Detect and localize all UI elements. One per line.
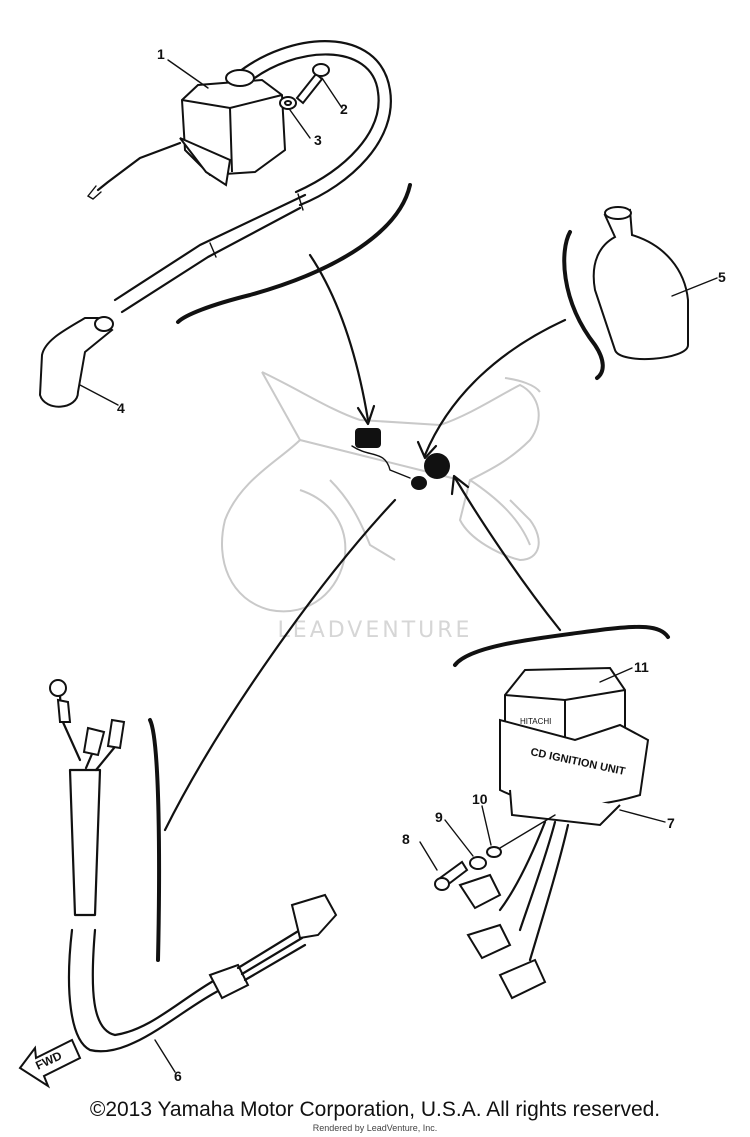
bracket-coil xyxy=(176,183,412,324)
watermark-text: LEADVENTURE xyxy=(278,618,473,643)
ht-lead xyxy=(113,193,307,314)
callout-11: 11 xyxy=(634,659,649,675)
fwd-arrow-icon: FWD xyxy=(18,1038,82,1089)
callout-8: 8 xyxy=(402,831,410,847)
coil-screw xyxy=(295,63,330,105)
leader-lines xyxy=(79,59,718,1073)
bracket-boot xyxy=(562,230,605,380)
rendered-by-notice: Rendered by LeadVenture, Inc. xyxy=(312,1123,438,1133)
rubber-boot xyxy=(592,206,689,361)
cdi-brand-label: HITACHI xyxy=(520,717,551,726)
pointer-arrows xyxy=(163,253,567,832)
cdi-screw xyxy=(434,860,469,891)
copyright-notice: ©2013 Yamaha Motor Corporation, U.S.A. A… xyxy=(89,1098,661,1121)
motorcycle-silhouette xyxy=(221,371,541,613)
cdi-washer-large xyxy=(469,856,487,870)
cdi-unit: CD IGNITION UNIT HITACHI xyxy=(458,666,650,1000)
ignition-coil xyxy=(86,40,392,207)
cdi-washer-small xyxy=(486,814,556,858)
callout-4: 4 xyxy=(117,400,125,416)
callout-9: 9 xyxy=(435,809,443,825)
spark-plug-cap xyxy=(38,316,114,408)
callout-5: 5 xyxy=(718,269,726,285)
mounted-components xyxy=(351,428,450,490)
callout-7: 7 xyxy=(667,815,675,831)
callout-6: 6 xyxy=(174,1068,182,1084)
callout-1: 1 xyxy=(157,46,165,62)
wire-harness xyxy=(49,679,338,1053)
callout-2: 2 xyxy=(340,101,348,117)
bracket-harness xyxy=(148,718,162,962)
callout-10: 10 xyxy=(472,791,488,807)
bracket-cdi xyxy=(453,624,670,667)
callout-3: 3 xyxy=(314,132,322,148)
coil-washer xyxy=(279,96,297,110)
